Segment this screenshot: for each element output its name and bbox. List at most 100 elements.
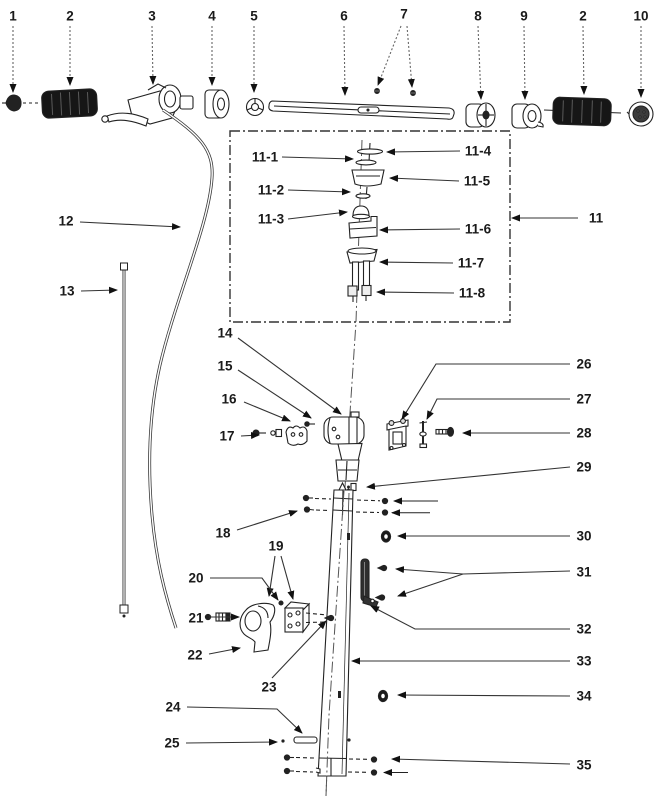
part-11-1-washer	[355, 159, 377, 166]
folding-lever-part22	[239, 602, 276, 653]
part-label-19: 19	[268, 538, 284, 554]
bell-clamp-part8	[465, 102, 496, 128]
strip-screws-part31	[374, 564, 388, 601]
spacer-ring-part4	[204, 89, 230, 119]
end-cap-part1	[2, 94, 40, 112]
leader-20	[210, 577, 279, 601]
handlebar-row	[2, 83, 654, 129]
detail-box	[229, 130, 511, 323]
leader-11-4	[386, 148, 461, 156]
leader-11-8	[376, 288, 455, 296]
part-label-11-6: 11-6	[464, 221, 492, 237]
part-label-10: 10	[633, 8, 649, 24]
part-label-27: 27	[576, 391, 592, 407]
part-label-1: 1	[9, 8, 17, 24]
part-label-7: 7	[400, 6, 408, 22]
leader-24	[186, 706, 303, 734]
leader-25	[185, 738, 278, 746]
clamp-plate-part16	[285, 425, 308, 446]
part-label-12: 12	[58, 213, 74, 229]
block-screw-part23-target	[323, 614, 335, 622]
part-11-6-cup	[348, 215, 378, 239]
latch-screw-part28	[435, 426, 455, 437]
lock-nut-part5	[245, 97, 265, 117]
leader-18	[236, 510, 298, 531]
part-11-7-fork-crown	[346, 247, 378, 291]
part-11-4-bolt	[356, 142, 384, 163]
part-label-21: 21	[188, 610, 204, 626]
brake-cable-part12	[148, 108, 214, 629]
part-label-15: 15	[217, 358, 233, 374]
locking-nut-part30	[380, 530, 392, 543]
latch-bracket-part26	[386, 418, 409, 451]
part-label-9: 9	[520, 8, 528, 24]
tube-centerline	[325, 490, 345, 797]
leader-8	[477, 25, 485, 100]
leader-22	[208, 646, 241, 655]
stem-head-part14	[323, 411, 365, 482]
latch-block-part19	[278, 600, 328, 634]
collar-ring-part9	[511, 103, 544, 129]
pin-strip-part24	[281, 736, 318, 744]
part-11-3-cone	[351, 205, 371, 220]
leader-12	[79, 221, 181, 231]
leader-6	[341, 25, 349, 96]
leader-23	[271, 620, 327, 679]
part-label-3: 3	[148, 8, 156, 24]
leader-26	[401, 363, 570, 420]
leader-16	[243, 401, 291, 422]
brake-lever-part3	[101, 83, 194, 127]
leader-32	[370, 605, 570, 630]
leader-11-1	[281, 155, 354, 163]
part-label-29: 29	[576, 459, 592, 475]
part-label-8: 8	[474, 8, 482, 24]
cable-rod-part13	[119, 262, 129, 618]
leader-27	[426, 398, 570, 420]
part-label-4: 4	[208, 8, 216, 24]
leader-35	[391, 755, 571, 765]
handlebar-screws-part7	[374, 88, 416, 96]
grip-left-part2	[41, 88, 98, 119]
part-label-17: 17	[219, 428, 235, 444]
clamp-screw-part15	[304, 421, 315, 427]
part-label-32: 32	[576, 621, 592, 637]
leader-11-6	[379, 226, 461, 234]
leader-3	[149, 25, 157, 85]
bottom-nut-part34	[377, 689, 389, 703]
leader-14	[237, 337, 342, 415]
part-label-34: 34	[576, 688, 592, 704]
handlebar-part6	[268, 100, 455, 120]
part-label-20: 20	[188, 570, 204, 586]
leader-lines	[9, 25, 645, 765]
part-label-11-7: 11-7	[457, 255, 485, 271]
spring-strip-part32	[360, 558, 379, 608]
knurled-cap-part10	[626, 101, 654, 127]
stem-assembly	[252, 411, 455, 492]
part-label-33: 33	[576, 653, 592, 669]
part-11-2-washer	[355, 193, 371, 199]
part-label-22: 22	[187, 647, 203, 663]
leader-15	[237, 369, 312, 419]
part-label-2-left: 2	[66, 8, 74, 24]
part-label-28: 28	[576, 425, 592, 441]
leader-7a	[377, 25, 402, 86]
bottom-screws-part35	[283, 754, 408, 776]
part-label-14: 14	[217, 325, 233, 341]
leader-29	[366, 466, 571, 490]
leader-2-right	[580, 25, 588, 95]
leader-7b	[406, 25, 415, 88]
steer-tube-part33	[315, 489, 354, 777]
leader-31a	[395, 566, 571, 575]
leader-11-3	[287, 209, 348, 220]
leader-9	[521, 25, 529, 100]
leader-17	[240, 431, 260, 439]
part-label-11-2: 11-2	[257, 182, 285, 198]
part-label-11-1: 11-1	[251, 149, 279, 165]
leader-13	[80, 286, 118, 294]
leader-19a	[266, 555, 276, 597]
part-label-31: 31	[576, 564, 592, 580]
leader-11-7	[379, 258, 454, 266]
part-label-30: 30	[576, 528, 592, 544]
leader-11-5	[389, 174, 460, 182]
